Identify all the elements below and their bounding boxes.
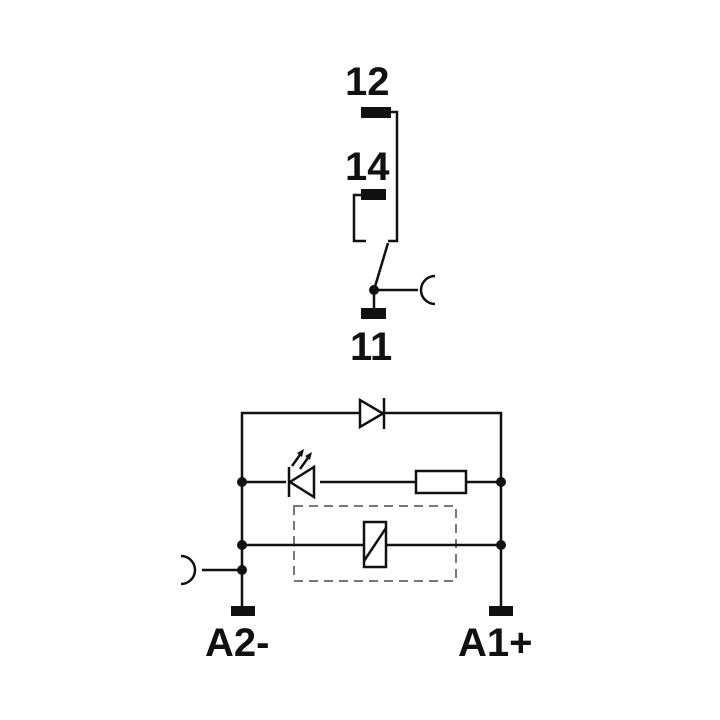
junction-dot [237, 540, 247, 550]
resistor-icon [414, 469, 468, 495]
terminal-label-11: 11 [350, 325, 392, 369]
terminal-label-a2: A2- [205, 621, 269, 665]
junction-dot [496, 477, 506, 487]
terminal-label-12: 12 [345, 60, 390, 104]
terminal-14-pin [361, 189, 386, 200]
mechanical-link-hook-icon [419, 274, 436, 306]
terminal-a1-pin [489, 606, 513, 616]
coil-circuit: A2- A1+ [180, 397, 533, 665]
relay-enclosure-dashed-box [293, 505, 457, 582]
relay-coil-icon [362, 520, 388, 569]
contact-14-wire [352, 193, 366, 243]
terminal-12-pin [361, 107, 391, 118]
terminal-label-a1: A1+ [458, 621, 533, 665]
junction-dot [237, 477, 247, 487]
coil-bus-wires [240, 411, 503, 608]
contact-blade [372, 242, 390, 291]
led-icon [286, 449, 320, 500]
terminal-label-14: 14 [345, 145, 390, 189]
changeover-contact: 12 14 11 [345, 60, 436, 369]
terminal-11-pin [361, 308, 386, 319]
junction-dot [496, 540, 506, 550]
contact-12-wire [388, 110, 399, 243]
a2-mechanical-link-hook-icon [180, 554, 197, 586]
freewheel-diode-icon [358, 397, 386, 430]
terminal-a2-pin [231, 606, 255, 616]
junction-dot [237, 565, 247, 575]
